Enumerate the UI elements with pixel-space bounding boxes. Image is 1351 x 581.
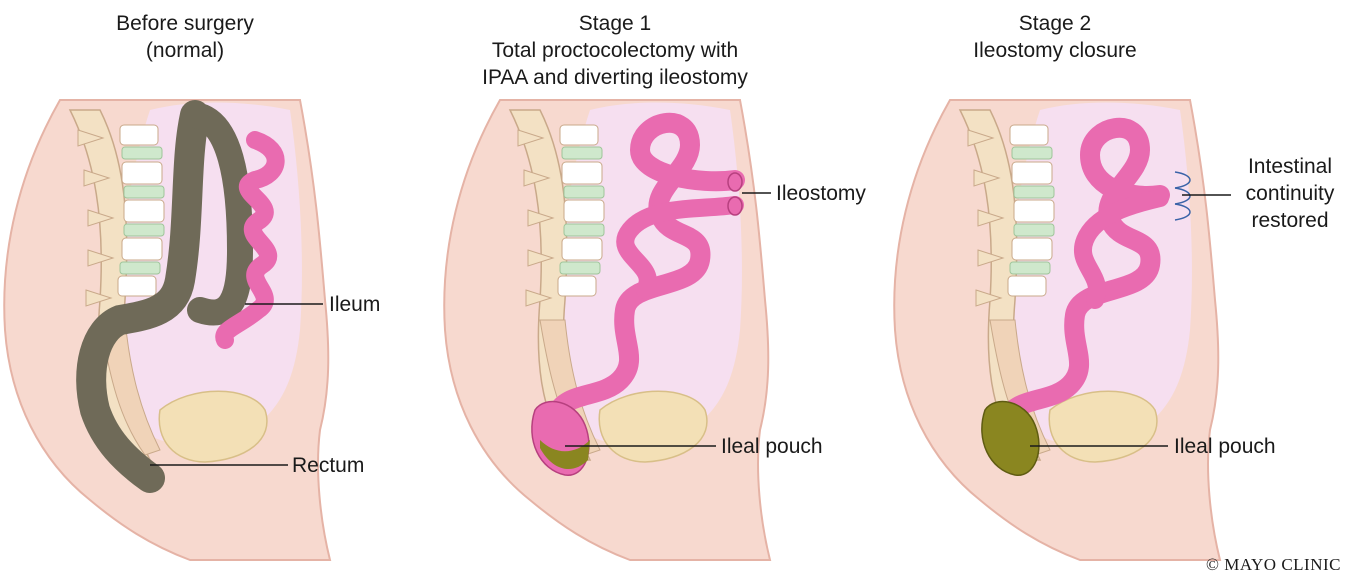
label-rectum: Rectum <box>292 452 364 479</box>
label-ileum: Ileum <box>329 291 380 318</box>
panel-title-before: Before surgery (normal) <box>80 10 290 64</box>
label-ileal-pouch-1: Ileal pouch <box>721 433 823 460</box>
label-ileal-pouch-2: Ileal pouch <box>1174 433 1276 460</box>
panel-title-stage-1: Stage 1 Total proctocolectomy with IPAA … <box>450 10 780 91</box>
panel-before-surgery <box>4 100 330 560</box>
label-ileostomy: Ileostomy <box>776 180 866 207</box>
panel-stage-2 <box>894 100 1220 560</box>
label-intestinal-continuity: Intestinal continuity restored <box>1235 153 1345 234</box>
panel-stage-1 <box>444 100 770 560</box>
copyright-notice: © MAYO CLINIC <box>1206 555 1341 575</box>
panel-title-stage-2: Stage 2 Ileostomy closure <box>940 10 1170 64</box>
